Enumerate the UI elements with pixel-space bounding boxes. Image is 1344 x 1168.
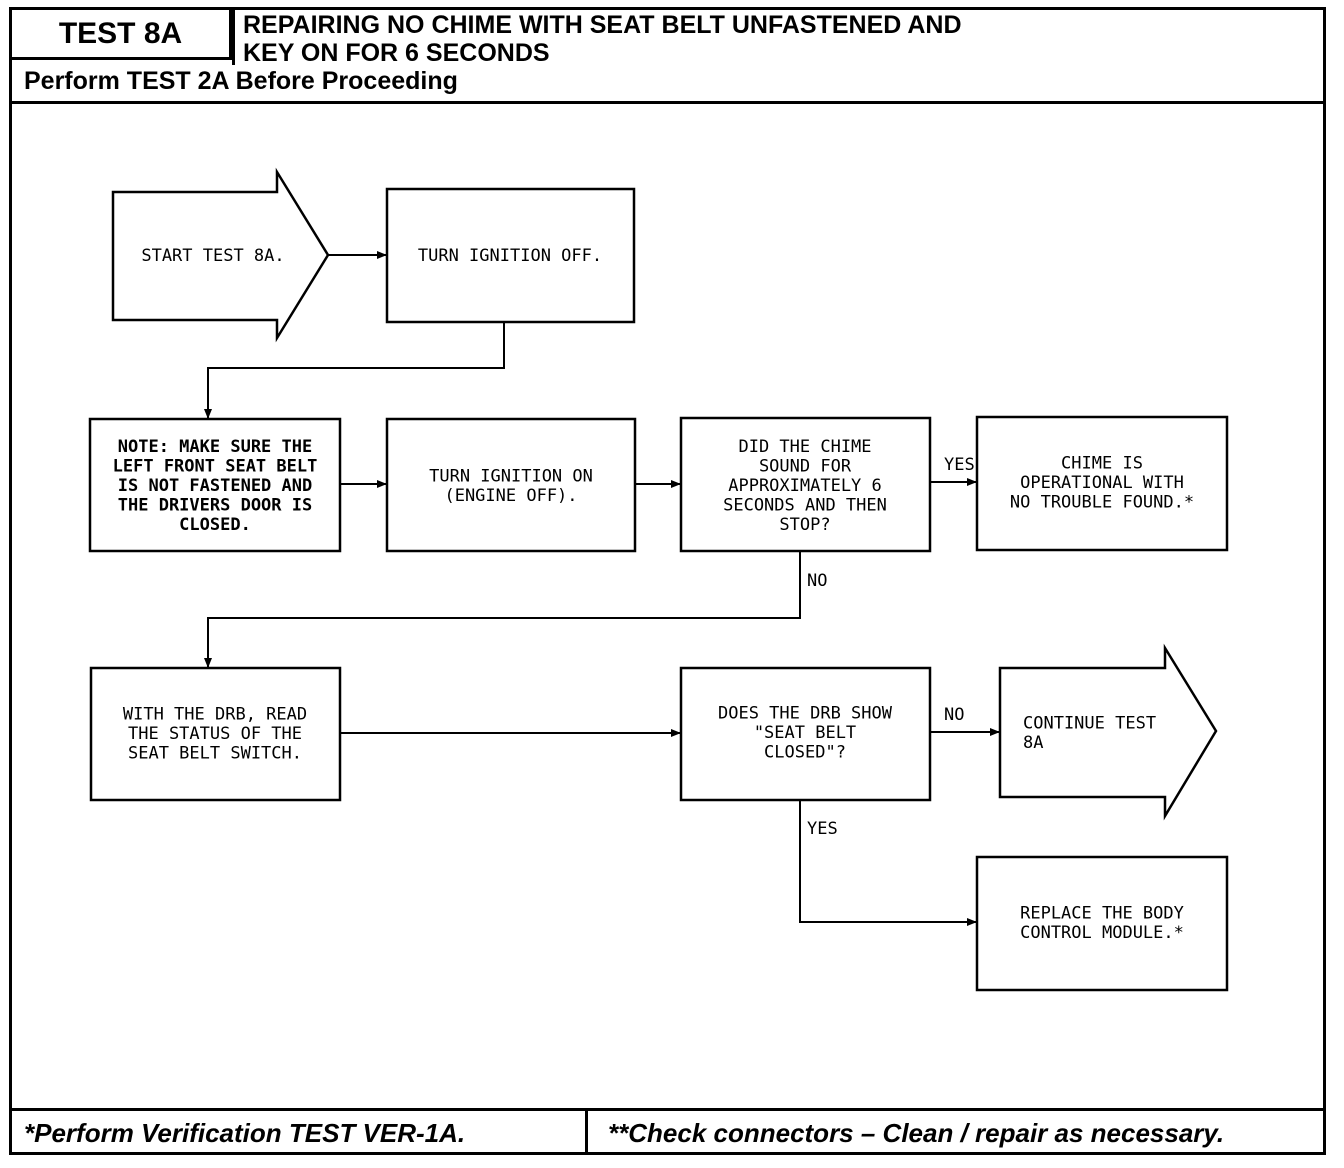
ignition-on-box [385, 417, 637, 553]
text-line: APPROXIMATELY 6 [728, 476, 882, 496]
footer-top-rule [12, 1108, 1326, 1111]
text-line: THE DRIVERS DOOR IS [118, 496, 312, 516]
text-line: (ENGINE OFF). [444, 486, 577, 506]
header-divider [232, 10, 235, 65]
text-line: CHIME IS [1061, 454, 1143, 474]
label-no-chime: NO [807, 571, 827, 591]
footer-right-note: **Check connectors – Clean / repair as n… [608, 1118, 1225, 1148]
text-line: SECONDS AND THEN [723, 496, 887, 516]
text-line: START TEST 8A. [141, 246, 284, 266]
start-text: START TEST 8A. [141, 246, 284, 266]
text-line: WITH THE DRB, READ [123, 705, 307, 725]
text-line: THE STATUS OF THE [128, 724, 302, 744]
page-subtitle: Perform TEST 2A Before Proceeding [24, 67, 458, 95]
text-line: CLOSED. [179, 515, 251, 535]
text-line: IS NOT FASTENED AND [118, 476, 312, 496]
label-no-drb: NO [944, 705, 964, 725]
text-line: SOUND FOR [759, 457, 852, 477]
ignition-on-text: TURN IGNITION ON(ENGINE OFF). [429, 466, 593, 506]
footer-left-note: *Perform Verification TEST VER-1A. [24, 1118, 466, 1148]
text-line: NOTE: MAKE SURE THE [118, 437, 312, 457]
label-yes-drb: YES [807, 819, 838, 839]
ignition-off-text: TURN IGNITION OFF. [418, 246, 602, 266]
chime-ok-box [975, 415, 1229, 552]
page-frame [9, 7, 1326, 1155]
text-line: DOES THE DRB SHOW [718, 704, 893, 724]
text-line: LEFT FRONT SEAT BELT [113, 457, 318, 477]
text-line: CLOSED"? [764, 743, 846, 763]
connector-off-to-note [204, 322, 505, 419]
read-drb-box [89, 666, 342, 802]
text-line: CONTINUE TEST [1023, 713, 1156, 733]
text-line: 8A [1023, 733, 1043, 753]
header-bottom-rule [12, 101, 1326, 104]
text-line: "SEAT BELT [754, 723, 856, 743]
chime-question-box [679, 416, 932, 553]
footer-divider [585, 1108, 588, 1155]
label-yes-chime: YES [944, 455, 975, 475]
text-line: OPERATIONAL WITH [1020, 473, 1184, 493]
text-line: TURN IGNITION OFF. [418, 246, 602, 266]
text-line: TURN IGNITION ON [429, 466, 593, 486]
text-line: CONTROL MODULE.* [1020, 923, 1184, 943]
text-line: SEAT BELT SWITCH. [128, 744, 302, 764]
replace-bcm-box [975, 855, 1229, 992]
note-box [88, 417, 342, 553]
drb-question-box [679, 666, 932, 802]
page-title: REPAIRING NO CHIME WITH SEAT BELT UNFAST… [243, 11, 962, 67]
text-line: NO TROUBLE FOUND.* [1010, 493, 1194, 513]
connector-question-no [204, 551, 801, 668]
text-line: STOP? [779, 515, 830, 535]
start-arrow-shape [111, 167, 330, 343]
continue-arrow-shape [998, 643, 1218, 821]
connector-drb-yes [799, 800, 977, 926]
ignition-off-box [385, 187, 636, 324]
text-line: REPLACE THE BODY [1020, 903, 1184, 923]
text-line: DID THE CHIME [738, 437, 871, 457]
test-label: TEST 8A [12, 10, 232, 60]
